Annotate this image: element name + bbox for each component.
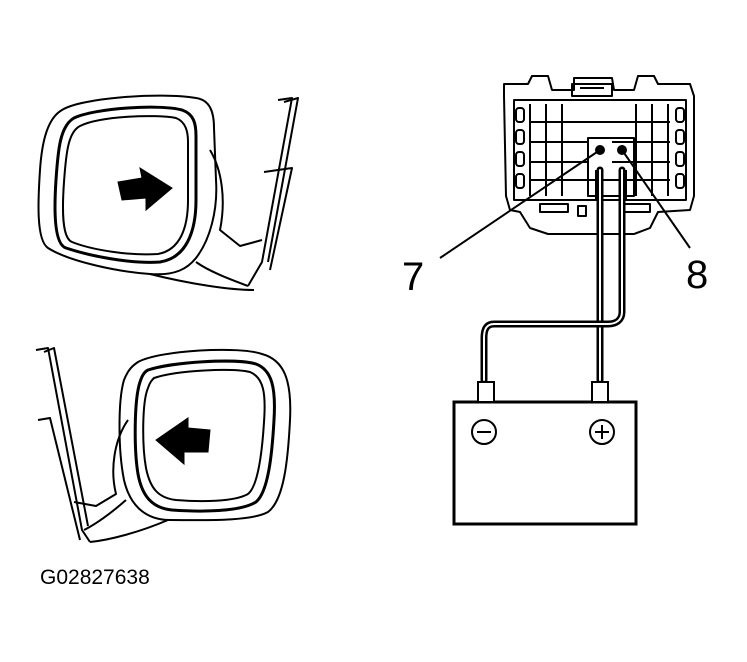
figure-id: G02827638 (40, 566, 150, 589)
pin-7-label: 7 (402, 255, 424, 299)
mirror-bottom (35, 347, 292, 543)
arrow-right-icon (117, 166, 173, 212)
pin-7-leader (439, 149, 601, 259)
arrow-left-icon (155, 417, 211, 466)
mirror-connector (503, 75, 695, 235)
battery-negative-post (477, 381, 495, 403)
pin-8-label: 8 (686, 253, 708, 297)
test-leads (480, 166, 626, 384)
pin-8-leader (621, 149, 691, 249)
battery-positive-post (591, 381, 609, 403)
battery (452, 381, 638, 526)
mirror-top (37, 94, 299, 291)
